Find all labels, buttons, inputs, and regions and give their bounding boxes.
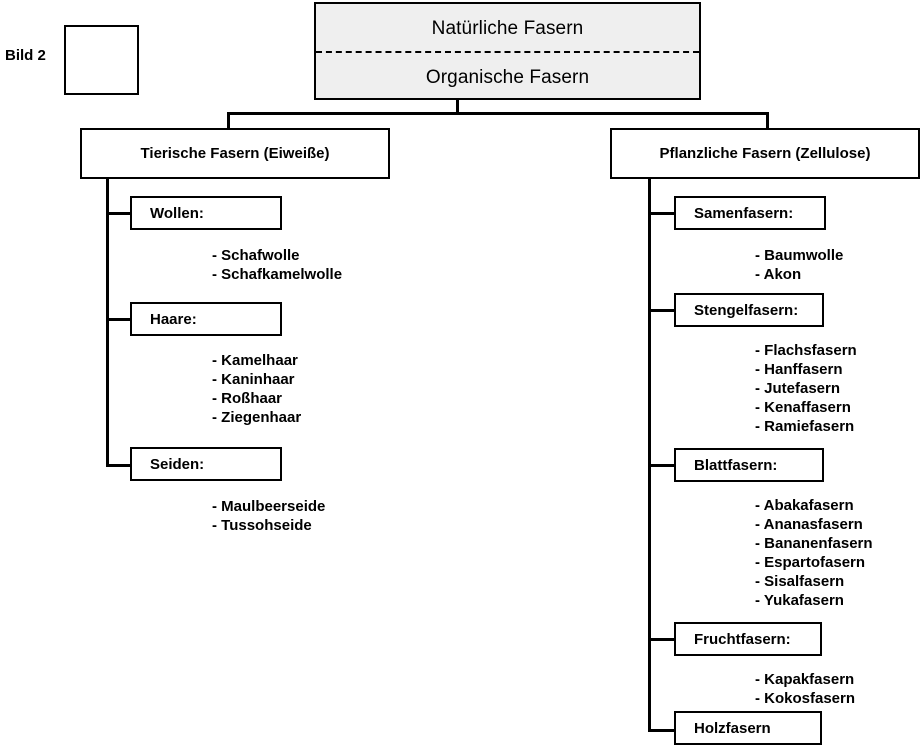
branch-node-tierische: Tierische Fasern (Eiweiße) [80,128,390,179]
leaf-item: - Abakafasern [755,497,854,514]
leaf-item: - Akon [755,266,802,283]
leaf-item: - Jutefasern [755,380,841,397]
leaf-item: - Sisalfasern [755,573,845,590]
category-label-seiden: Seiden: [150,455,205,473]
figure-caption-label: Bild 2 [5,47,46,64]
leaf-item: - Ramiefasern [755,418,855,435]
leaf-item: - Espartofasern [755,554,866,571]
leaf-item: - Kaninhaar [212,371,295,388]
category-node-blattfasern: Blattfasern: [674,448,824,482]
connector-stub-wollen [106,212,132,215]
root-title-secondary: Organische Fasern [425,66,590,88]
leaf-list-blattfasern: - Abakafasern - Ananasfasern - Bananenfa… [755,496,873,610]
leaf-item: - Roßhaar [212,390,283,407]
leaf-item: - Yukafasern [755,592,844,609]
leaf-item: - Kapakfasern [755,671,855,688]
category-node-haare: Haare: [130,302,282,336]
leaf-list-stengelfasern: - Flachsfasern - Hanffasern - Jutefasern… [755,341,857,436]
leaf-list-samenfasern: - Baumwolle - Akon [755,246,843,284]
connector-stub-blattfasern [648,464,676,467]
figure-placeholder-box [64,25,139,95]
leaf-item: - Schafwolle [212,247,300,264]
category-label-stengelfasern: Stengelfasern: [694,301,799,319]
connector-stub-seiden [106,464,132,467]
leaf-item: - Maulbeerseide [212,498,326,515]
connector-trunk-pflanzliche [648,179,651,732]
category-label-haare: Haare: [150,310,197,328]
leaf-item: - Kamelhaar [212,352,298,369]
connector-trunk-tierische [106,179,109,467]
connector-stub-holzfasern [648,729,676,732]
connector-to-branch-left [227,112,230,130]
root-dashed-divider [316,51,699,53]
leaf-list-wollen: - Schafwolle - Schafkamelwolle [212,246,342,284]
category-node-fruchtfasern: Fruchtfasern: [674,622,822,656]
connector-root-bus [227,112,769,115]
category-node-holzfasern: Holzfasern [674,711,822,745]
category-node-samenfasern: Samenfasern: [674,196,826,230]
connector-root-stem [456,100,459,115]
root-title-primary: Natürliche Fasern [431,17,584,39]
leaf-item: - Ziegenhaar [212,409,302,426]
category-node-stengelfasern: Stengelfasern: [674,293,824,327]
leaf-list-haare: - Kamelhaar - Kaninhaar - Roßhaar - Zieg… [212,351,301,427]
connector-stub-samenfasern [648,212,676,215]
connector-stub-stengelfasern [648,309,676,312]
category-label-holzfasern: Holzfasern [694,719,771,737]
leaf-list-seiden: - Maulbeerseide - Tussohseide [212,497,325,535]
leaf-item: - Bananenfasern [755,535,873,552]
leaf-item: - Kokosfasern [755,690,856,707]
leaf-item: - Ananasfasern [755,516,863,533]
branch-label-pflanzliche: Pflanzliche Fasern (Zellulose) [659,145,871,162]
branch-label-tierische: Tierische Fasern (Eiweiße) [140,145,330,162]
category-label-wollen: Wollen: [150,204,204,222]
connector-to-branch-right [766,112,769,130]
category-node-wollen: Wollen: [130,196,282,230]
leaf-item: - Schafkamelwolle [212,266,343,283]
branch-node-pflanzliche: Pflanzliche Fasern (Zellulose) [610,128,920,179]
connector-stub-haare [106,318,132,321]
connector-stub-fruchtfasern [648,638,676,641]
root-node-natural-fibers: Natürliche Fasern Organische Fasern [314,2,701,100]
category-label-samenfasern: Samenfasern: [694,204,794,222]
leaf-list-fruchtfasern: - Kapakfasern - Kokosfasern [755,670,855,708]
leaf-item: - Tussohseide [212,517,312,534]
leaf-item: - Hanffasern [755,361,843,378]
leaf-item: - Kenaffasern [755,399,851,416]
category-node-seiden: Seiden: [130,447,282,481]
leaf-item: - Baumwolle [755,247,844,264]
category-label-blattfasern: Blattfasern: [694,456,778,474]
leaf-item: - Flachsfasern [755,342,857,359]
category-label-fruchtfasern: Fruchtfasern: [694,630,791,648]
